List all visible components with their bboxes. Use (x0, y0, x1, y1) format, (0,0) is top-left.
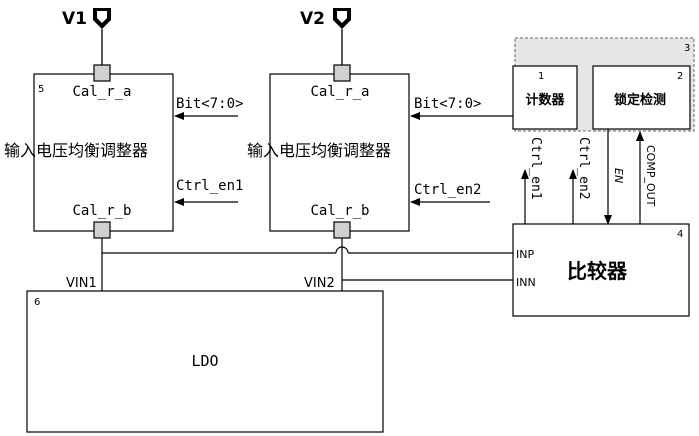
balancer-b-title: 输入电压均衡调整器 (247, 141, 391, 160)
balancer-a-bottom-terminal (93, 221, 111, 239)
ldo-box (26, 290, 384, 433)
balancer-b-input-bit: Bit<7:0> (414, 96, 481, 112)
balancer-a-title: 输入电压均衡调整器 (4, 141, 148, 160)
v1-label: V1 (62, 9, 87, 29)
comparator-label: 比较器 (567, 259, 628, 283)
ldo-vin2-label: VIN2 (304, 276, 335, 291)
balancer-a-box (33, 73, 174, 232)
counter-number: 1 (538, 71, 544, 82)
ctrl-en1-signal-label: Ctrl_en1 (528, 137, 543, 200)
ctrl-en2-signal-label: Ctrl_en2 (576, 137, 591, 200)
comparator-box (512, 223, 690, 317)
signal-wires (101, 238, 513, 291)
ldo-vin1-label: VIN1 (66, 276, 97, 291)
ldo-block: 6 LDO VIN1 VIN2 (26, 276, 384, 433)
balancer-a-input-ctrl: Ctrl_en1 (176, 178, 243, 194)
balancer-a-port-top: Cal_r_a (72, 84, 131, 100)
balancer-b-top-terminal (333, 64, 351, 82)
ldo-label: LDO (191, 352, 218, 370)
comparator-inp-label: INP (516, 248, 534, 261)
v1-terminal-icon (93, 8, 111, 29)
lock-detect-number: 2 (677, 71, 683, 82)
balancer-a-input-bit: Bit<7:0> (176, 96, 243, 112)
balancer-a-number: 5 (38, 84, 44, 95)
comparator-inn-label: INN (516, 276, 536, 289)
ldo-number: 6 (34, 297, 40, 308)
balancer-b-bottom-terminal (333, 221, 351, 239)
comp-out-signal-label: COMP_OUT (644, 145, 657, 207)
balancer-block-b: Cal_r_a 输入电压均衡调整器 Cal_r_b Bit<7:0> Ctrl_… (247, 64, 513, 239)
balancer-block-a: 5 Cal_r_a 输入电压均衡调整器 Cal_r_b Bit<7:0> Ctr… (4, 64, 243, 239)
counter-box (512, 65, 578, 130)
lock-detect-box (592, 65, 691, 130)
balancer-a-port-bottom: Cal_r_b (72, 203, 131, 219)
control-group: 3 1 计数器 2 锁定检测 (512, 37, 695, 132)
balancer-a-top-terminal (93, 64, 111, 82)
counter-label: 计数器 (525, 92, 565, 108)
v2-terminal-icon (333, 8, 351, 29)
v1-supply: V1 (62, 8, 111, 65)
control-signals: Ctrl_en1 Ctrl_en2 EN COMP_OUT (521, 129, 657, 225)
balancer-b-port-bottom: Cal_r_b (310, 203, 369, 219)
comparator-number: 4 (677, 229, 683, 240)
lock-detect-label: 锁定检测 (614, 92, 666, 108)
control-group-number: 3 (684, 43, 690, 54)
v2-label: V2 (300, 9, 325, 29)
balancer-b-input-ctrl: Ctrl_en2 (414, 182, 481, 198)
balancer-b-port-top: Cal_r_a (310, 84, 369, 100)
en-signal-label: EN (612, 168, 625, 183)
comparator-block: 4 比较器 INP INN (512, 223, 690, 317)
v2-supply: V2 (300, 8, 351, 65)
